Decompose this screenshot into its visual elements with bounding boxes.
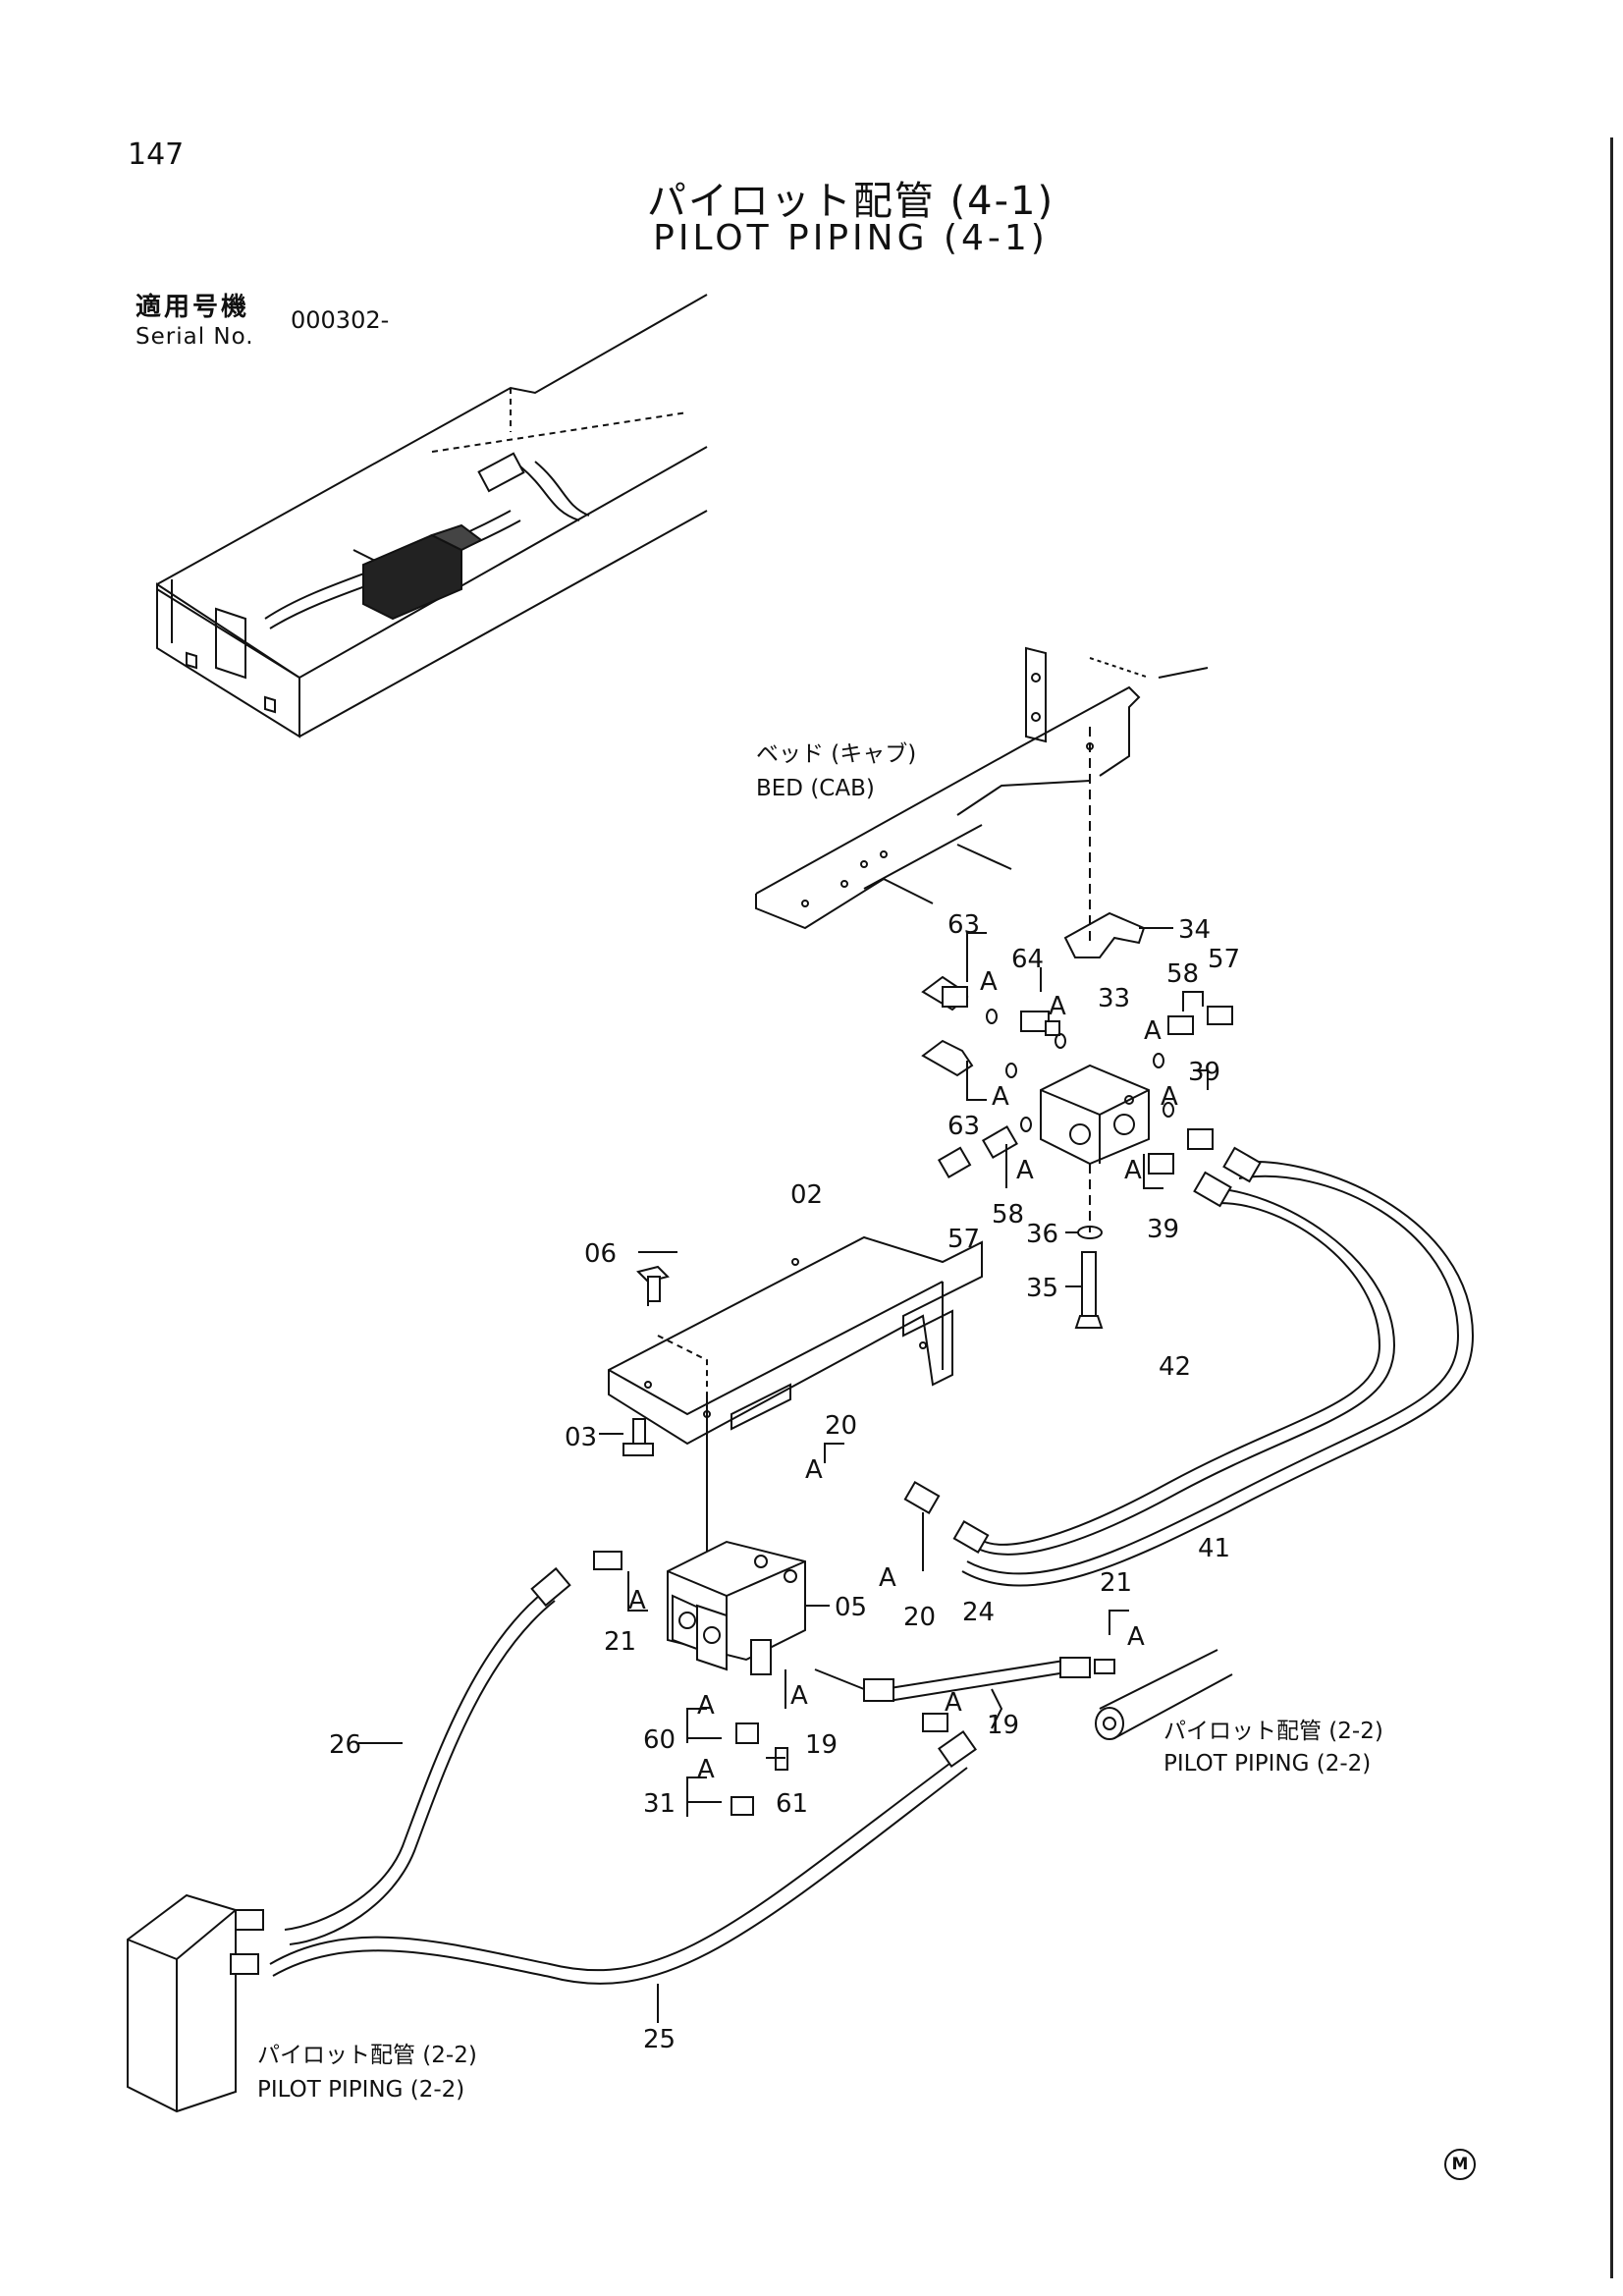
pedal-valve-block (362, 533, 462, 621)
callout-41: 41 (1198, 1534, 1230, 1563)
ref-left-caption-jp: パイロット配管 (2-2) (257, 2043, 477, 2068)
callout-57: 57 (947, 1225, 980, 1254)
callout-36: 36 (1026, 1220, 1058, 1249)
callout-58: 58 (1166, 959, 1199, 989)
callout-39: 39 (1188, 1058, 1220, 1087)
callout-58: 58 (992, 1200, 1024, 1230)
callout-20: 20 (903, 1603, 936, 1632)
hose-26 (284, 1551, 622, 1945)
callout-33: 33 (1098, 984, 1130, 1013)
callout-57: 57 (1208, 945, 1240, 974)
ref-right-caption-jp: パイロット配管 (2-2) (1163, 1719, 1383, 1744)
a-mark: A (1049, 992, 1066, 1021)
circled-m-mark: M (1444, 2149, 1476, 2180)
callout-63: 63 (947, 910, 980, 940)
callout-25: 25 (643, 2025, 676, 2054)
a-mark: A (790, 1681, 808, 1711)
machine-overview-sketch (156, 294, 708, 738)
callout-24: 24 (962, 1598, 995, 1627)
serial-label-en: Serial No. (135, 324, 254, 350)
callout-26: 26 (329, 1730, 361, 1760)
bolt-03 (622, 1418, 654, 1456)
page-right-border (1610, 137, 1613, 2278)
callout-63: 63 (947, 1112, 980, 1141)
callout-19: 19 (805, 1730, 838, 1760)
bed-caption-en: BED (CAB) (756, 776, 875, 801)
callout-64: 64 (1011, 945, 1044, 974)
hose-25 (269, 1713, 977, 1985)
a-mark: A (945, 1688, 962, 1718)
callout-21: 21 (1100, 1568, 1132, 1598)
a-mark: A (1144, 1016, 1162, 1046)
a-mark: A (1161, 1082, 1178, 1112)
callout-21: 21 (604, 1627, 636, 1657)
a-mark: A (1127, 1622, 1145, 1652)
hose-24 (814, 1657, 1115, 1702)
callout-05: 05 (835, 1593, 867, 1622)
a-mark: A (879, 1563, 896, 1593)
callout-61: 61 (776, 1789, 808, 1819)
bed-caption-jp: ベッド (キャブ) (756, 741, 916, 767)
a-mark: A (1124, 1156, 1142, 1185)
ref-left-caption-en: PILOT PIPING (2-2) (257, 2077, 464, 2103)
serial-label-jp: 適用号機 (135, 293, 250, 322)
a-mark: A (628, 1586, 646, 1615)
pilot-piping-ref-right (1095, 1649, 1233, 1740)
fitting-60 (735, 1722, 759, 1744)
callout-35: 35 (1026, 1274, 1058, 1303)
callout-19: 19 (987, 1711, 1019, 1740)
bracket-34 (1063, 911, 1146, 958)
page-number: 147 (128, 137, 185, 172)
plate-02 (608, 1235, 983, 1552)
callout-06: 06 (584, 1239, 617, 1269)
callout-31: 31 (643, 1789, 676, 1819)
a-mark: A (805, 1455, 823, 1485)
callout-20: 20 (825, 1411, 857, 1441)
page-title-jp: パイロット配管 (4-1) (646, 179, 1055, 224)
pipes-41-42 (903, 1146, 1475, 1587)
callout-39: 39 (1147, 1215, 1179, 1244)
a-mark: A (1016, 1156, 1034, 1185)
a-mark: A (980, 967, 998, 997)
callout-03: 03 (565, 1423, 597, 1452)
a-mark: A (697, 1755, 715, 1784)
fitting-31 (730, 1796, 754, 1816)
ref-right-caption-en: PILOT PIPING (2-2) (1163, 1751, 1371, 1777)
serial-value: 000302- (291, 306, 390, 334)
callout-60: 60 (643, 1725, 676, 1755)
page-title-en: PILOT PIPING (4-1) (653, 218, 1049, 258)
callout-42: 42 (1159, 1352, 1191, 1382)
a-mark: A (697, 1691, 715, 1721)
callout-34: 34 (1178, 915, 1211, 945)
pilot-valve-05 (667, 1540, 806, 1675)
a-mark: A (992, 1082, 1009, 1112)
callout-02: 02 (790, 1180, 823, 1210)
pilot-piping-ref-left (127, 1893, 264, 2113)
bolt-06 (636, 1265, 670, 1302)
bolt-35 (1081, 1251, 1097, 1317)
fittings-upper (921, 975, 1233, 1179)
manifold-block-33 (1040, 1064, 1150, 1232)
